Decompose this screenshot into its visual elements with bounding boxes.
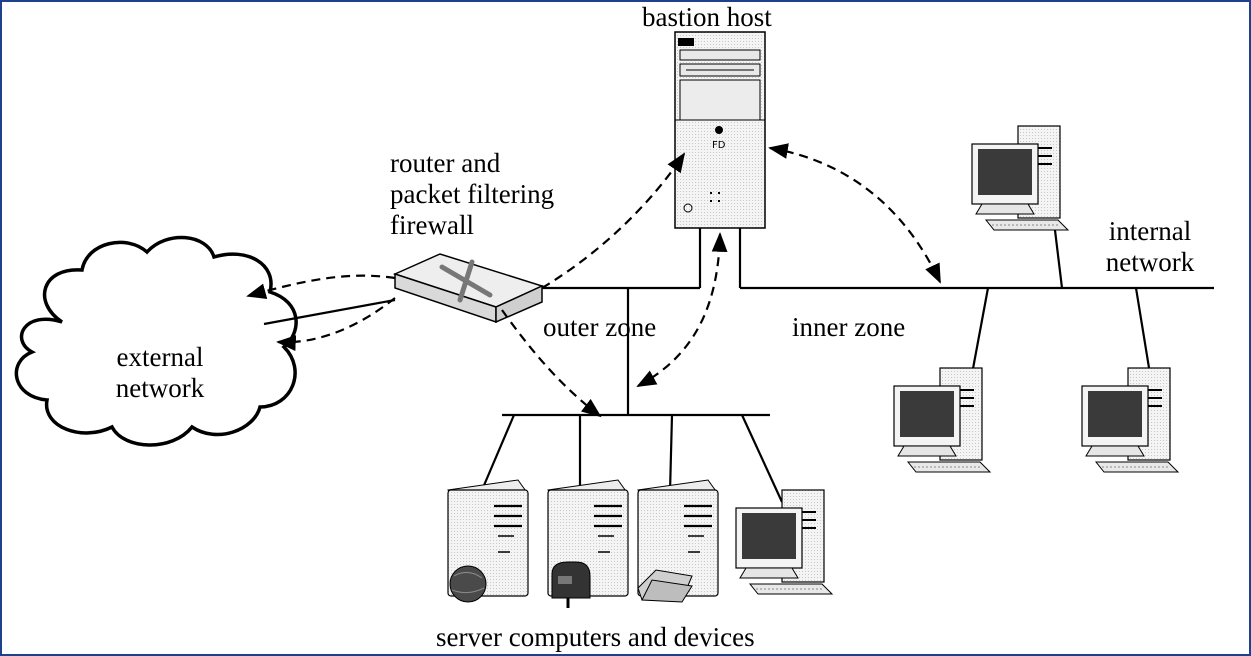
- external-network-label: external network: [90, 342, 230, 404]
- mailbox-icon: [551, 561, 591, 608]
- network-cabling: [263, 221, 1214, 503]
- svg-text:FD: FD: [712, 140, 726, 151]
- internal-workstation-right: [1081, 367, 1179, 473]
- outer-zone-label: outer zone: [543, 312, 657, 342]
- bastion-host-label: bastion host: [642, 2, 772, 32]
- bastion-host-icon: FD: [674, 31, 766, 229]
- router-firewall-label: router and packet filtering firewall: [390, 148, 620, 241]
- internal-workstation-top: [971, 125, 1069, 231]
- router-label-line-2: packet filtering: [390, 179, 555, 209]
- router-icon: [392, 253, 545, 324]
- internal-network-label: internal network: [1090, 216, 1210, 278]
- internal-label-line-2: network: [1105, 247, 1195, 277]
- servers-label: server computers and devices: [436, 622, 755, 652]
- router-label-line-3: firewall: [390, 210, 474, 240]
- server-workstation: [735, 489, 833, 595]
- router-label-line-1: router and: [390, 148, 501, 178]
- internal-label-line-1: internal: [1108, 216, 1192, 246]
- traffic-arrows: [246, 143, 941, 418]
- external-label-line-2: network: [115, 373, 205, 403]
- folder-icon: [637, 569, 693, 603]
- globe-icon: [449, 565, 487, 603]
- internal-workstation-left: [893, 367, 991, 473]
- inner-zone-label: inner zone: [792, 312, 906, 342]
- external-label-line-1: external: [116, 342, 204, 372]
- cloud-icon: [14, 235, 298, 447]
